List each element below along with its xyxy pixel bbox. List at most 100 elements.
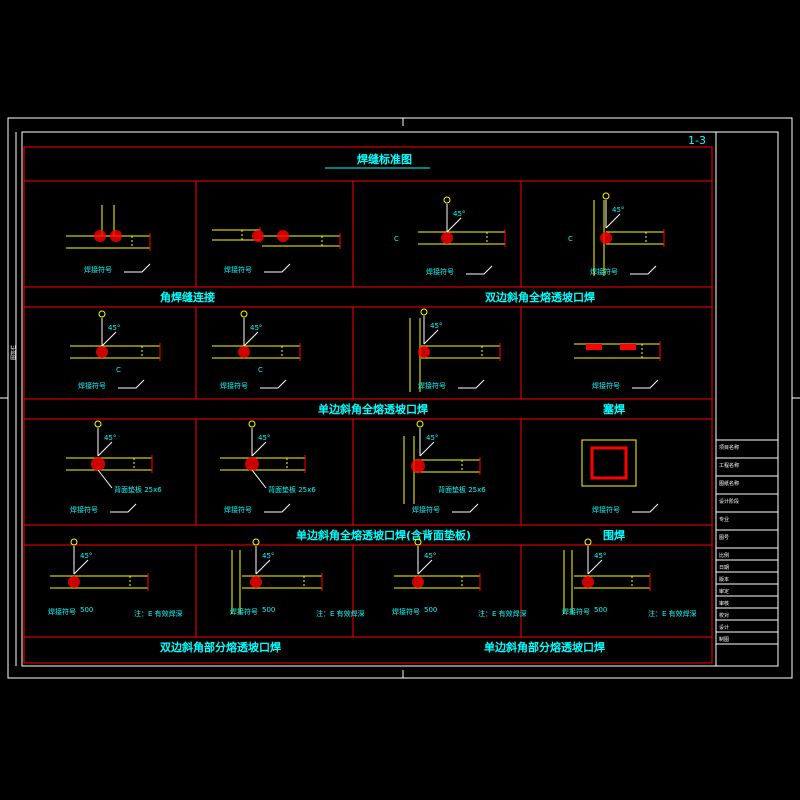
title-block-row-label: 图纸名称 <box>719 480 739 487</box>
title-block-row-label: 审定 <box>719 588 729 595</box>
bevel-line <box>419 441 435 457</box>
dim-c-label: C <box>116 366 121 374</box>
title-block-row-label: 设计 <box>719 624 729 631</box>
weld-details: 焊接符号焊接符号45°C焊接符号45°C焊接符号45°C焊接符号45°C焊接符号… <box>48 192 697 618</box>
detail-fillet-tee: 焊接符号 <box>66 205 151 274</box>
backing-plate-label: 背面垫板 25x6 <box>438 485 486 494</box>
bevel-line <box>587 559 603 575</box>
weld-bead <box>68 576 80 588</box>
weld-symbol-label: 焊接符号 <box>412 505 440 514</box>
bevel-line <box>446 217 462 233</box>
title-block-row-label: 图号 <box>719 535 729 541</box>
dim-c-label: C <box>394 235 399 243</box>
angle-label: 45° <box>424 552 436 560</box>
weld-bead <box>441 232 453 244</box>
dim-500-label: 500 <box>594 606 607 614</box>
weld-symbol-label: 焊接符号 <box>224 265 252 274</box>
plug-bead <box>620 344 636 350</box>
title-block-row-label: 专业 <box>719 516 729 523</box>
backing-plate-label: 背面垫板 25x6 <box>268 485 316 494</box>
sheet-inner-border <box>21 131 779 667</box>
detail-partial-1: 45°500焊接符号注：E 有效焊深 <box>48 538 183 618</box>
weld-bead <box>91 457 105 471</box>
title-block-row-label: 审核 <box>719 600 729 607</box>
sheet-number: 1-3 <box>688 134 706 147</box>
angle-label: 45° <box>430 322 442 330</box>
caption-single-bevel-full: 单边斜角全熔透坡口焊 <box>318 402 428 416</box>
backing-leader <box>97 469 113 489</box>
weld-symbol-leader <box>264 503 291 513</box>
caption-double-bevel-full: 双边斜角全熔透坡口焊 <box>485 290 595 304</box>
angle-label: 45° <box>80 552 92 560</box>
angle-label: 45° <box>594 552 606 560</box>
ref-circle <box>240 310 248 318</box>
weld-bead <box>245 457 259 471</box>
bevel-line <box>423 329 439 345</box>
weld-symbol-leader <box>466 265 493 275</box>
ref-circle <box>443 196 451 204</box>
weld-symbol-leader <box>118 379 145 389</box>
ref-circle <box>416 420 424 428</box>
round-weld-bead <box>590 446 628 480</box>
detail-round-weld: 焊接符号 <box>581 439 659 514</box>
weld-bead <box>110 230 122 242</box>
side-strip-label: 图签栏 <box>10 345 17 360</box>
detail-plug-weld: 焊接符号 <box>574 341 661 390</box>
detail-fillet-lap: 焊接符号 <box>212 227 341 274</box>
ref-circle <box>414 538 422 546</box>
title-block-row-label: 日期 <box>719 565 729 571</box>
weld-symbol-leader <box>632 503 659 513</box>
weld-symbol-leader <box>452 503 479 513</box>
angle-label: 45° <box>262 552 274 560</box>
weld-symbol-label: 焊接符号 <box>592 381 620 390</box>
weld-bead <box>96 346 108 358</box>
weld-bead <box>582 576 594 588</box>
detail-partial-4: 45°500焊接符号注：E 有效焊深 <box>562 538 697 618</box>
title-block-row-label: 校对 <box>719 612 729 619</box>
title-block-row-label: 项目名称 <box>719 444 739 451</box>
weld-symbol-leader <box>632 379 659 389</box>
dim-500-label: 500 <box>424 606 437 614</box>
caption-single-bevel-backing: 单边斜角全熔透坡口焊(含背面垫板) <box>296 528 471 542</box>
weld-symbol-label: 焊接符号 <box>426 267 454 276</box>
dim-c-label: C <box>568 235 573 243</box>
weld-symbol-label: 焊接符号 <box>48 607 76 616</box>
backing-leader <box>251 469 267 489</box>
detail-partial-2: 45°500焊接符号注：E 有效焊深 <box>230 538 365 618</box>
dim-500-label: 500 <box>80 606 93 614</box>
title-block-row-label: 制图 <box>719 636 729 643</box>
caption-round-weld: 围焊 <box>603 528 625 542</box>
caption-fillet-weld: 角焊缝连接 <box>160 290 215 304</box>
weld-bead <box>94 230 106 242</box>
ref-circle <box>420 308 428 316</box>
weld-bead <box>277 230 289 242</box>
angle-label: 45° <box>108 324 120 332</box>
ref-circle <box>248 420 256 428</box>
weld-symbol-leader <box>264 263 291 273</box>
ref-circle <box>98 310 106 318</box>
weld-symbol-label: 焊接符号 <box>562 607 590 616</box>
weld-symbol-label: 焊接符号 <box>590 267 618 276</box>
weld-symbol-leader <box>124 263 151 273</box>
bevel-line <box>251 441 267 457</box>
angle-label: 45° <box>612 206 624 214</box>
caption-single-bevel-partial: 单边斜角部分熔透坡口焊 <box>484 640 605 654</box>
caption-plug-weld: 塞焊 <box>602 402 625 416</box>
weld-bead <box>250 576 262 588</box>
angle-label: 45° <box>104 434 116 442</box>
sheet-outer-border <box>7 117 793 679</box>
backing-plate-label: 背面垫板 25x6 <box>114 485 162 494</box>
weld-bead <box>411 459 425 473</box>
weld-symbol-label: 焊接符号 <box>224 505 252 514</box>
bevel-line <box>97 441 113 457</box>
note-label: 注：E 有效焊深 <box>478 609 527 618</box>
ref-circle <box>94 420 102 428</box>
bevel-line <box>417 559 433 575</box>
weld-symbol-label: 焊接符号 <box>84 265 112 274</box>
bevel-line <box>101 331 117 347</box>
plug-bead <box>586 344 602 350</box>
